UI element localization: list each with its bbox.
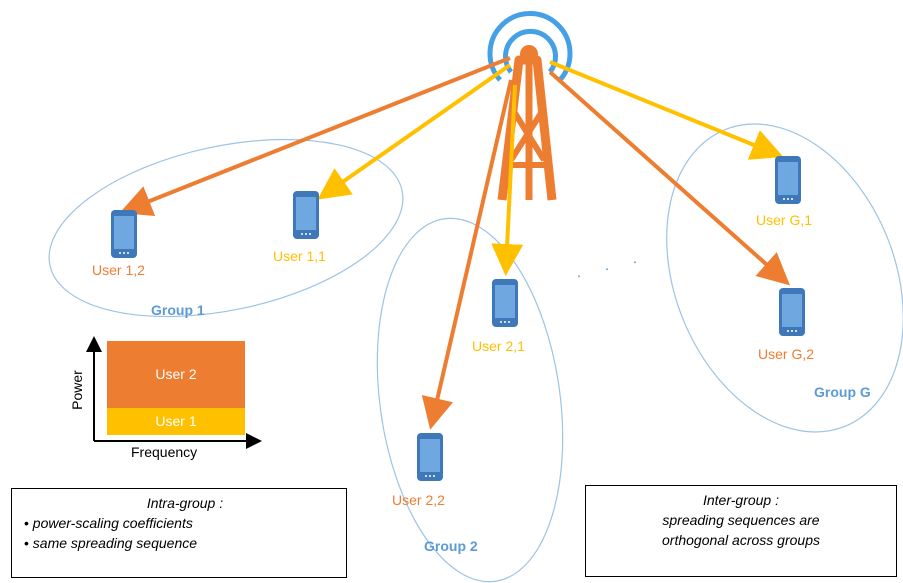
intra-group-item: same spreading sequence xyxy=(24,535,346,551)
phone-userG2-icon xyxy=(779,288,805,336)
power-layer-user2 xyxy=(107,341,245,408)
arrow-user21 xyxy=(491,84,524,276)
phone-user22-icon xyxy=(417,433,443,481)
arrow-user12 xyxy=(119,56,511,217)
base-station-tower-icon xyxy=(487,11,573,201)
arrow-userG1 xyxy=(549,60,784,160)
label-userG1: User G,1 xyxy=(756,212,813,228)
label-user11: User 1,1 xyxy=(273,248,326,264)
arrow-user11 xyxy=(317,63,512,200)
power-layer-user2-label: User 2 xyxy=(155,366,197,382)
phone-user12-icon xyxy=(111,210,137,258)
label-user21: User 2,1 xyxy=(472,338,525,354)
inter-group-line2: orthogonal across groups xyxy=(662,532,820,548)
label-groupG: Group G xyxy=(814,384,871,400)
inter-group-box: Inter-group : spreading sequences are or… xyxy=(585,485,897,577)
arrow-user22 xyxy=(421,79,513,430)
label-userG2: User G,2 xyxy=(758,346,815,362)
arrow-userG2 xyxy=(548,70,790,286)
label-group2: Group 2 xyxy=(424,538,478,554)
power-layer-user1 xyxy=(107,408,245,435)
phone-userG1-icon xyxy=(775,156,801,204)
frequency-axis-label: Frequency xyxy=(131,444,198,460)
phone-user21-icon xyxy=(492,279,518,327)
intra-group-item: power-scaling coefficients xyxy=(24,515,346,531)
power-layer-user1-label: User 1 xyxy=(155,413,197,429)
group1-ellipse xyxy=(48,138,404,318)
intra-group-list: power-scaling coefficients same spreadin… xyxy=(24,515,346,551)
groupG-ellipse xyxy=(666,123,903,433)
power-axis-label: Power xyxy=(69,370,85,410)
intra-group-title: Intra-group : xyxy=(146,495,224,511)
label-user22: User 2,2 xyxy=(392,492,445,508)
label-user12: User 1,2 xyxy=(92,262,145,278)
inter-group-title: Inter-group : xyxy=(702,492,779,508)
intra-group-box: Intra-group : power-scaling coefficients… xyxy=(11,488,347,578)
inter-group-line1: spreading sequences are xyxy=(662,512,820,528)
phone-user11-icon xyxy=(293,191,319,239)
label-group1: Group 1 xyxy=(151,302,205,318)
group2-ellipse xyxy=(376,217,564,583)
